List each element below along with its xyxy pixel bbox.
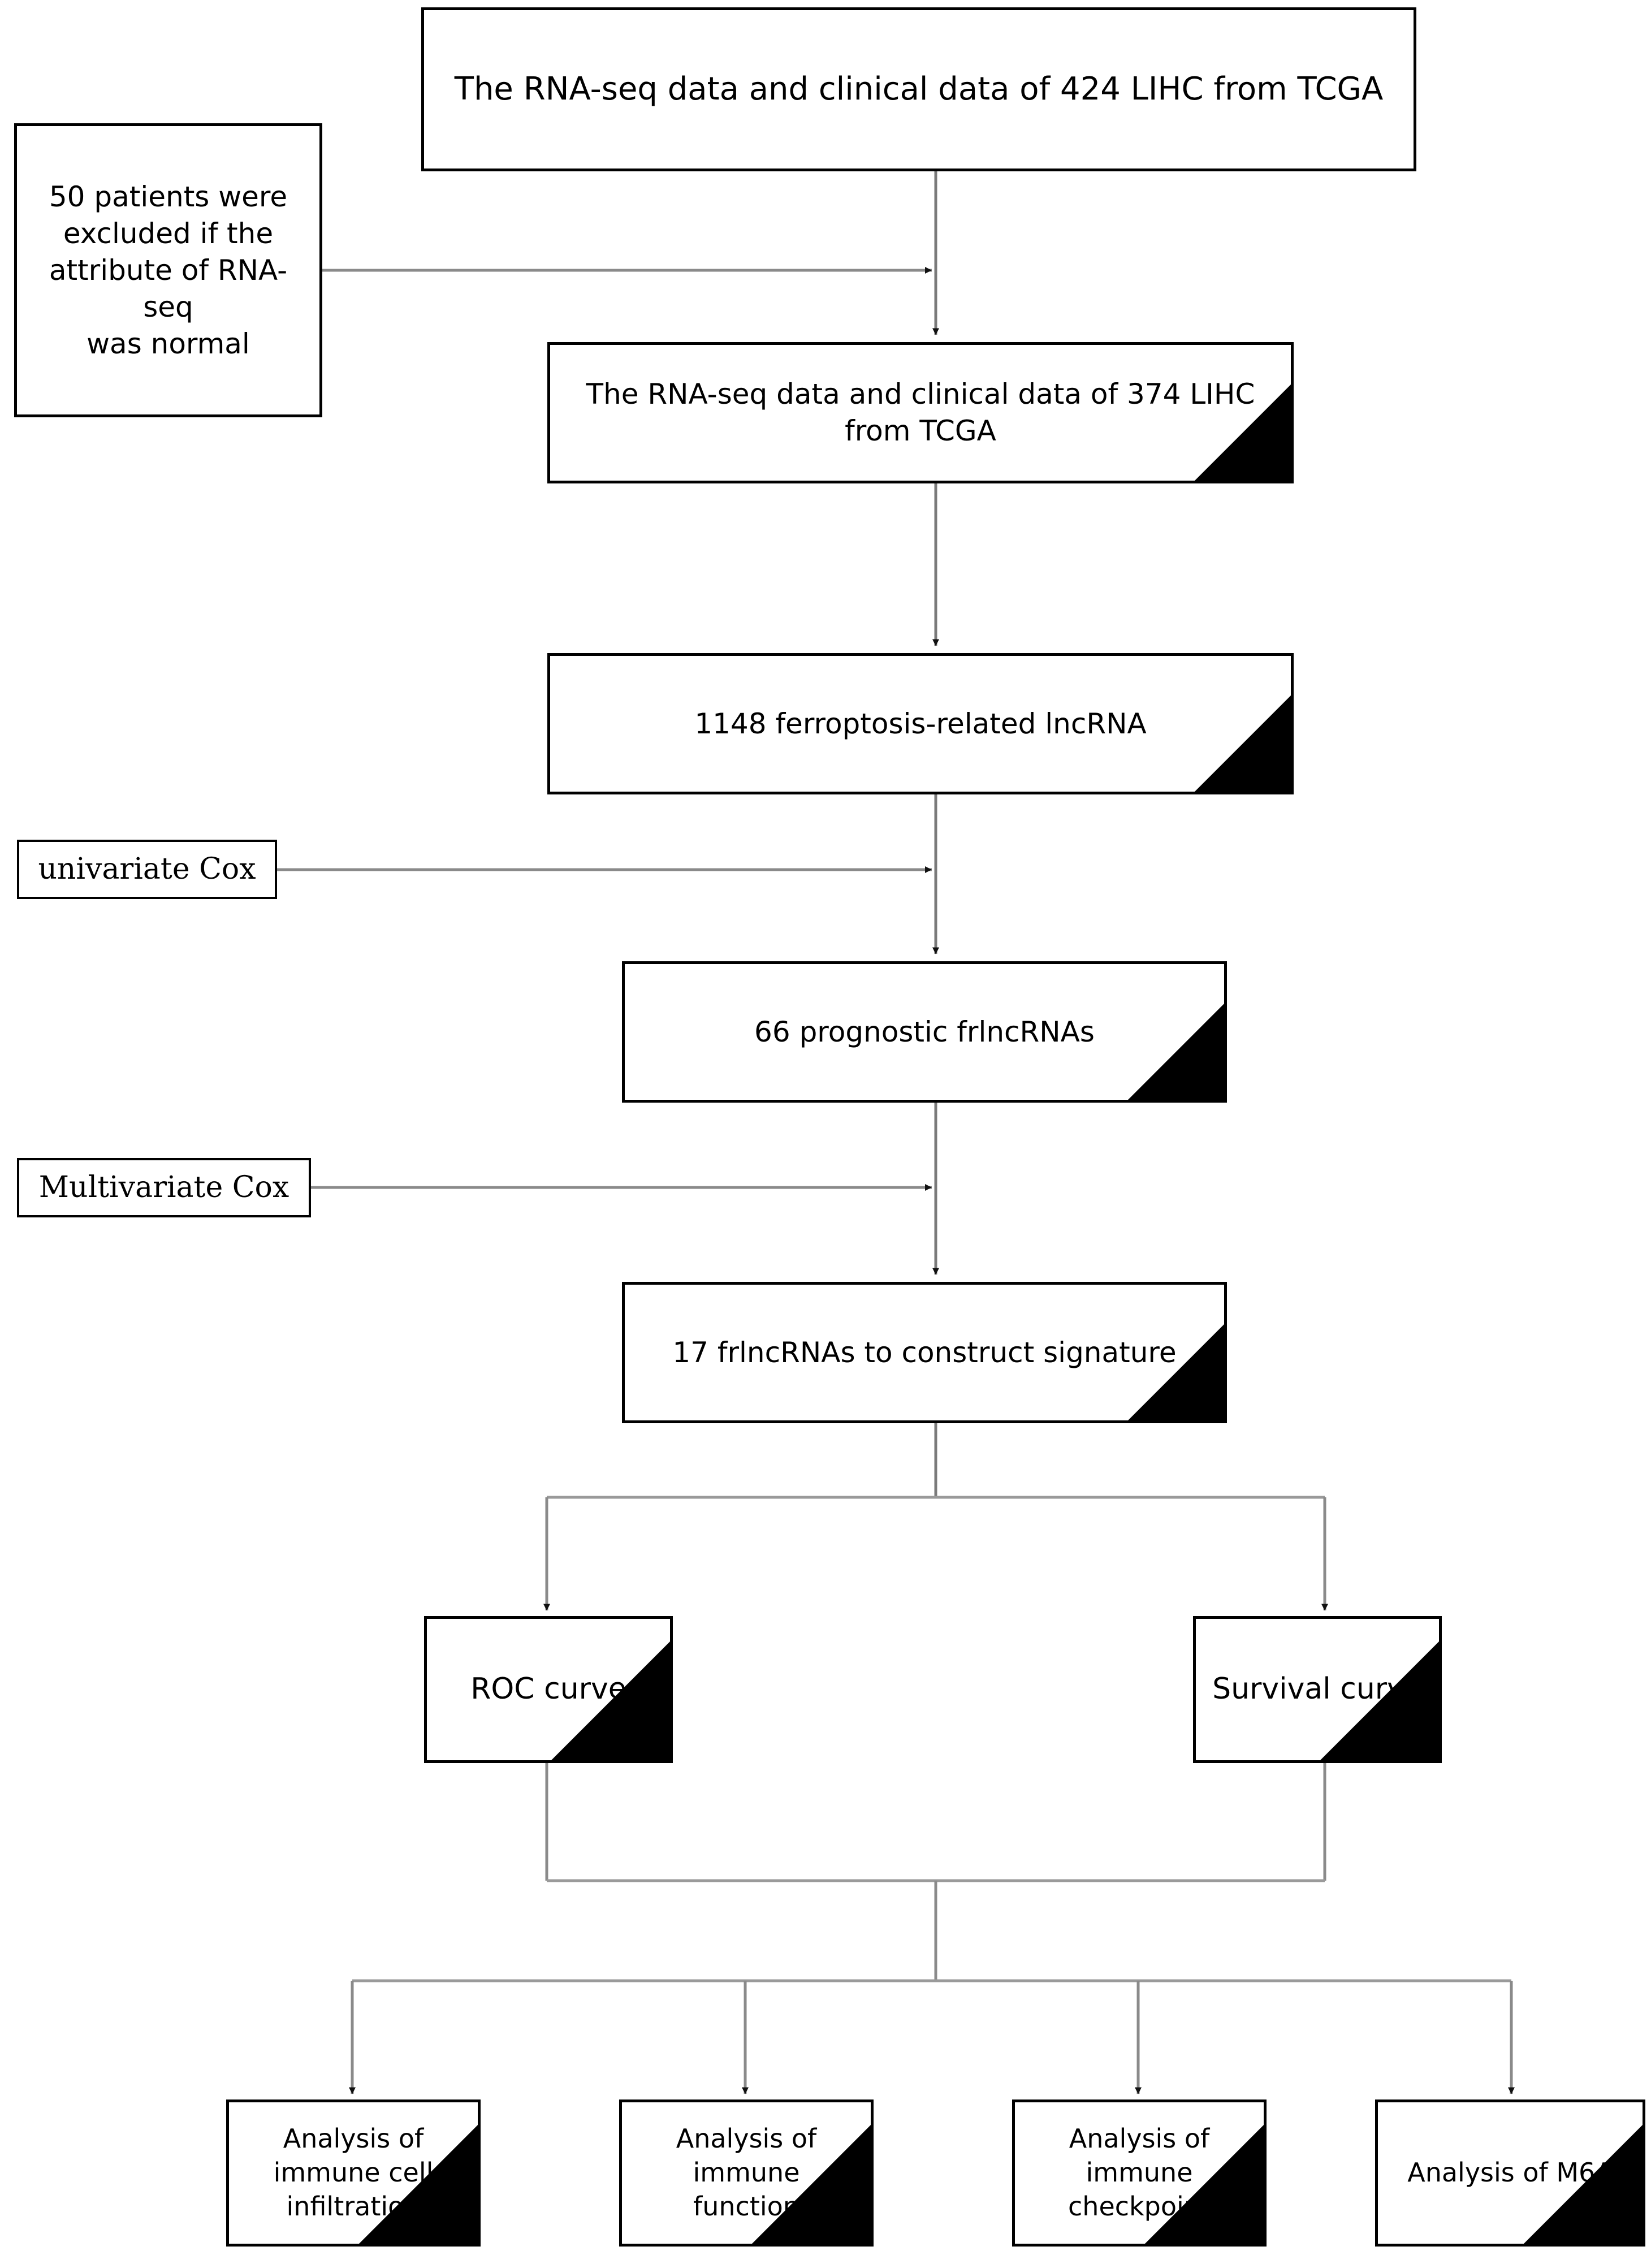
node-immune-checkpoint-label: Analysis of immune checkpoint (1068, 2123, 1211, 2222)
node-immune-function-label: Analysis of immune function (676, 2123, 817, 2222)
node-signature-label: 17 frlncRNAs to construct signature (672, 1336, 1177, 1369)
node-immune-cell-infiltration-label: Analysis of immune cell infiltration (273, 2123, 434, 2222)
folded-corner-marker (752, 2125, 871, 2244)
node-survival-curve[interactable]: Survival curve (1193, 1616, 1442, 1763)
edge-merge-to-fanout (545, 1763, 1326, 1981)
folded-corner-marker (1128, 1324, 1224, 1420)
folded-corner-marker (1195, 385, 1291, 481)
node-filtered-data-label: The RNA-seq data and clinical data of 37… (586, 378, 1255, 447)
node-roc-curve-label: ROC curve (470, 1672, 626, 1707)
folded-corner-marker (1195, 695, 1291, 792)
node-source-data[interactable]: The RNA-seq data and clinical data of 42… (421, 7, 1416, 171)
node-immune-cell-infiltration[interactable]: Analysis of immune cell infiltration (226, 2099, 481, 2247)
node-immune-function[interactable]: Analysis of immune function (619, 2099, 874, 2247)
folded-corner-marker (551, 1641, 670, 1760)
node-filtered-data[interactable]: The RNA-seq data and clinical data of 37… (547, 342, 1294, 483)
node-univariate-cox[interactable]: univariate Cox (17, 840, 277, 899)
node-univariate-cox-label: univariate Cox (38, 852, 256, 886)
node-multivariate-cox-label: Multivariate Cox (38, 1170, 289, 1204)
folded-corner-marker (1524, 2125, 1643, 2244)
node-signature[interactable]: 17 frlncRNAs to construct signature (622, 1282, 1227, 1423)
folded-corner-marker (1128, 1004, 1224, 1100)
node-exclusion-criteria[interactable]: 50 patients were excluded if the attribu… (14, 123, 322, 417)
node-ferroptosis-lncrna[interactable]: 1148 ferroptosis-related lncRNA (547, 653, 1294, 794)
node-prognostic-frlncrnas-label: 66 prognostic frlncRNAs (754, 1015, 1095, 1048)
node-immune-checkpoint[interactable]: Analysis of immune checkpoint (1012, 2099, 1267, 2247)
folded-corner-marker (1320, 1641, 1439, 1760)
node-multivariate-cox[interactable]: Multivariate Cox (17, 1158, 311, 1217)
node-exclusion-criteria-label: 50 patients were excluded if the attribu… (49, 180, 288, 360)
node-survival-curve-label: Survival curve (1212, 1672, 1423, 1707)
folded-corner-marker (359, 2125, 478, 2244)
node-m6a-analysis-label: Analysis of M6A (1407, 2157, 1613, 2188)
folded-corner-marker (1145, 2125, 1264, 2244)
edge-fanout-to-bottom (349, 1979, 1515, 2094)
node-ferroptosis-lncrna-label: 1148 ferroptosis-related lncRNA (694, 707, 1147, 740)
node-roc-curve[interactable]: ROC curve (424, 1616, 673, 1763)
node-source-data-label: The RNA-seq data and clinical data of 42… (454, 70, 1384, 107)
node-m6a-analysis[interactable]: Analysis of M6A (1375, 2099, 1645, 2247)
edge-signature-split (543, 1423, 1328, 1611)
node-prognostic-frlncrnas[interactable]: 66 prognostic frlncRNAs (622, 961, 1227, 1103)
